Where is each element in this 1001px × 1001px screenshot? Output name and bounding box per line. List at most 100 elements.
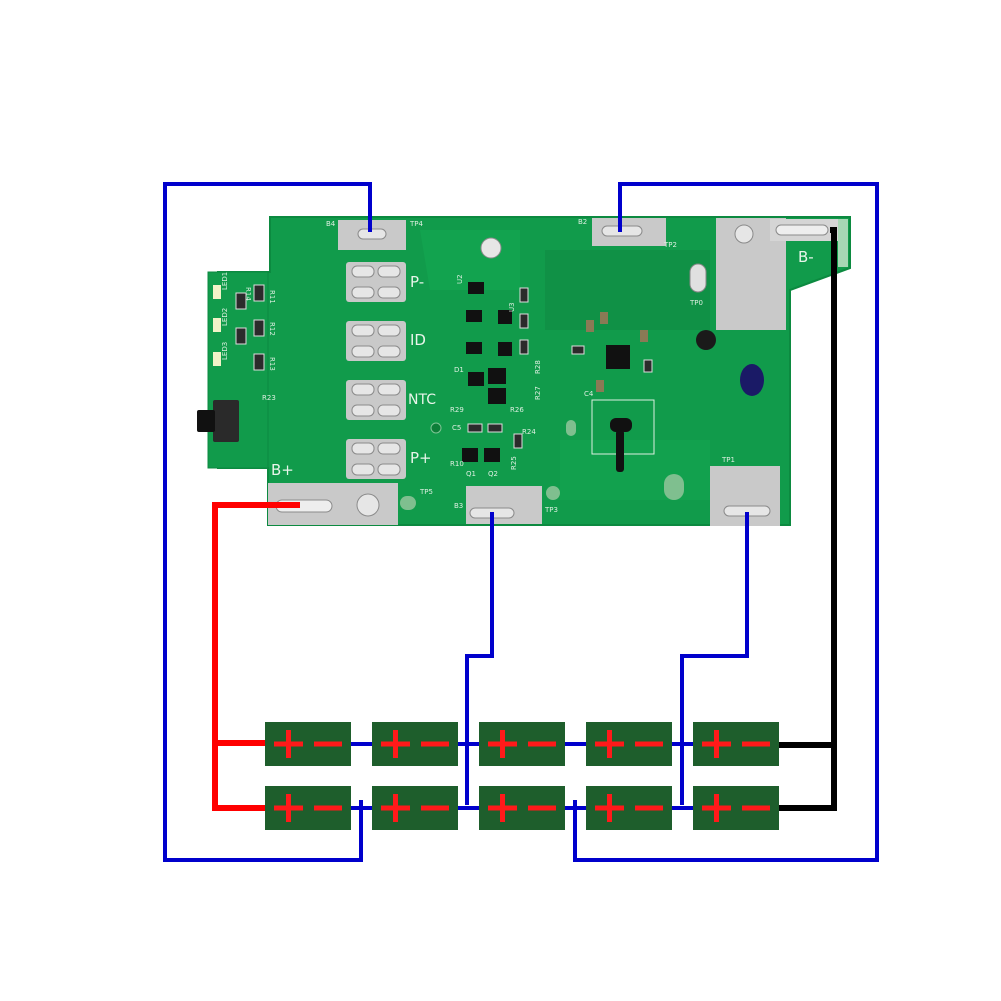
label-r24: R24: [522, 428, 536, 436]
label-r28: R28: [534, 360, 542, 374]
resistor: [519, 313, 529, 329]
b-plus-hole: [356, 493, 380, 517]
slot: [351, 404, 375, 417]
slot: [351, 383, 375, 396]
component-area: U2 U3 R28 R27 R29 R26 R24 R25 R10 Q1 Q2 …: [430, 237, 542, 478]
plus-sign: [595, 805, 624, 811]
label-b2: B2: [578, 218, 587, 226]
label-tp2: TP2: [663, 241, 677, 249]
top-tabs: B4 TP4 B2 TP2: [326, 218, 677, 250]
label-q1: Q1: [466, 470, 476, 478]
label-u3: U3: [508, 302, 516, 312]
minus-sign: [421, 805, 449, 811]
mosfet: [488, 368, 506, 384]
slot: [351, 324, 375, 337]
wire-b-plus: [212, 502, 300, 811]
minus-sign: [635, 805, 663, 811]
label-r14: R14: [244, 287, 252, 301]
mosfet: [468, 372, 484, 386]
serrated-edge: [838, 219, 848, 267]
ic-chip: [466, 342, 482, 354]
label-tp3: TP3: [544, 506, 558, 514]
label-r26: R26: [510, 406, 524, 414]
battery-cell: [586, 722, 672, 766]
copper-pour-left: [420, 230, 520, 290]
battery-cell: [265, 786, 351, 830]
ic-u2: [468, 282, 484, 294]
minus-sign: [528, 741, 556, 747]
label-r12: R12: [268, 322, 276, 336]
battery-cell: [479, 722, 565, 766]
slot: [351, 286, 375, 299]
label-c5: C5: [452, 424, 461, 432]
plus-sign: [274, 805, 303, 811]
label-led1: LED1: [221, 272, 229, 290]
battery-cell: [479, 786, 565, 830]
slot: [377, 404, 401, 417]
label-r29: R29: [450, 406, 464, 414]
minus-sign: [635, 741, 663, 747]
plus-sign: [702, 741, 731, 747]
label-p-minus: P-: [410, 273, 424, 291]
label-r11: R11: [268, 290, 276, 304]
ic-chip: [466, 310, 482, 322]
label-tp1: TP1: [721, 456, 735, 464]
push-button: [197, 400, 239, 442]
label-p-plus: P+: [410, 449, 432, 467]
label-led3: LED3: [221, 342, 229, 360]
label-led2: LED2: [221, 308, 229, 326]
minus-sign: [421, 741, 449, 747]
resistor-r13: [253, 353, 265, 371]
mosfet-q2: [484, 448, 500, 462]
slot: [351, 265, 375, 278]
led-group: LED1 LED2 LED3 R11 R12 R13 R14 R23: [213, 272, 276, 402]
resistor-r23: [235, 327, 247, 345]
slot: [377, 345, 401, 358]
slot: [351, 463, 375, 476]
test-pad: [566, 420, 576, 436]
slot: [377, 286, 401, 299]
plus-sign: [595, 741, 624, 747]
wires: [163, 182, 879, 862]
label-b3: B3: [454, 502, 463, 510]
resistor: [519, 287, 529, 303]
plus-sign: [488, 741, 517, 747]
minus-sign: [314, 741, 342, 747]
electrolytic-cap: [696, 330, 716, 350]
right-components: C4: [566, 312, 764, 500]
plus-sign: [488, 805, 517, 811]
plus-sign: [274, 741, 303, 747]
led-3: [213, 352, 221, 366]
test-pad-tp5: [400, 496, 416, 510]
wire-tp1-to-cells: [680, 512, 749, 805]
battery-cell: [693, 722, 779, 766]
minus-sign: [314, 805, 342, 811]
resistor: [519, 339, 529, 355]
tp0-pad: [689, 263, 707, 293]
resistor: [513, 433, 523, 449]
blue-capacitor: [740, 364, 764, 396]
label-tp0: TP0: [689, 299, 703, 307]
resistor-r11: [235, 292, 247, 310]
ntc-lead: [616, 430, 624, 472]
minus-sign: [742, 741, 770, 747]
label-r23: R23: [262, 394, 276, 402]
via: [430, 422, 442, 434]
test-pad: [664, 474, 684, 500]
ic-chip: [498, 342, 512, 356]
wire-b3-to-cells: [465, 512, 494, 805]
led-1: [213, 285, 221, 299]
ntc-thermistor: [610, 418, 632, 432]
label-d1: D1: [454, 366, 464, 374]
label-b4: B4: [326, 220, 336, 228]
resistor-r14: [253, 284, 265, 302]
resistor: [571, 345, 585, 355]
push-button-body: [213, 400, 239, 442]
slot: [351, 345, 375, 358]
label-r10: R10: [450, 460, 464, 468]
led-2: [213, 318, 221, 332]
label-tp5: TP5: [419, 488, 433, 496]
battery-cell: [693, 786, 779, 830]
capacitor: [586, 320, 594, 332]
